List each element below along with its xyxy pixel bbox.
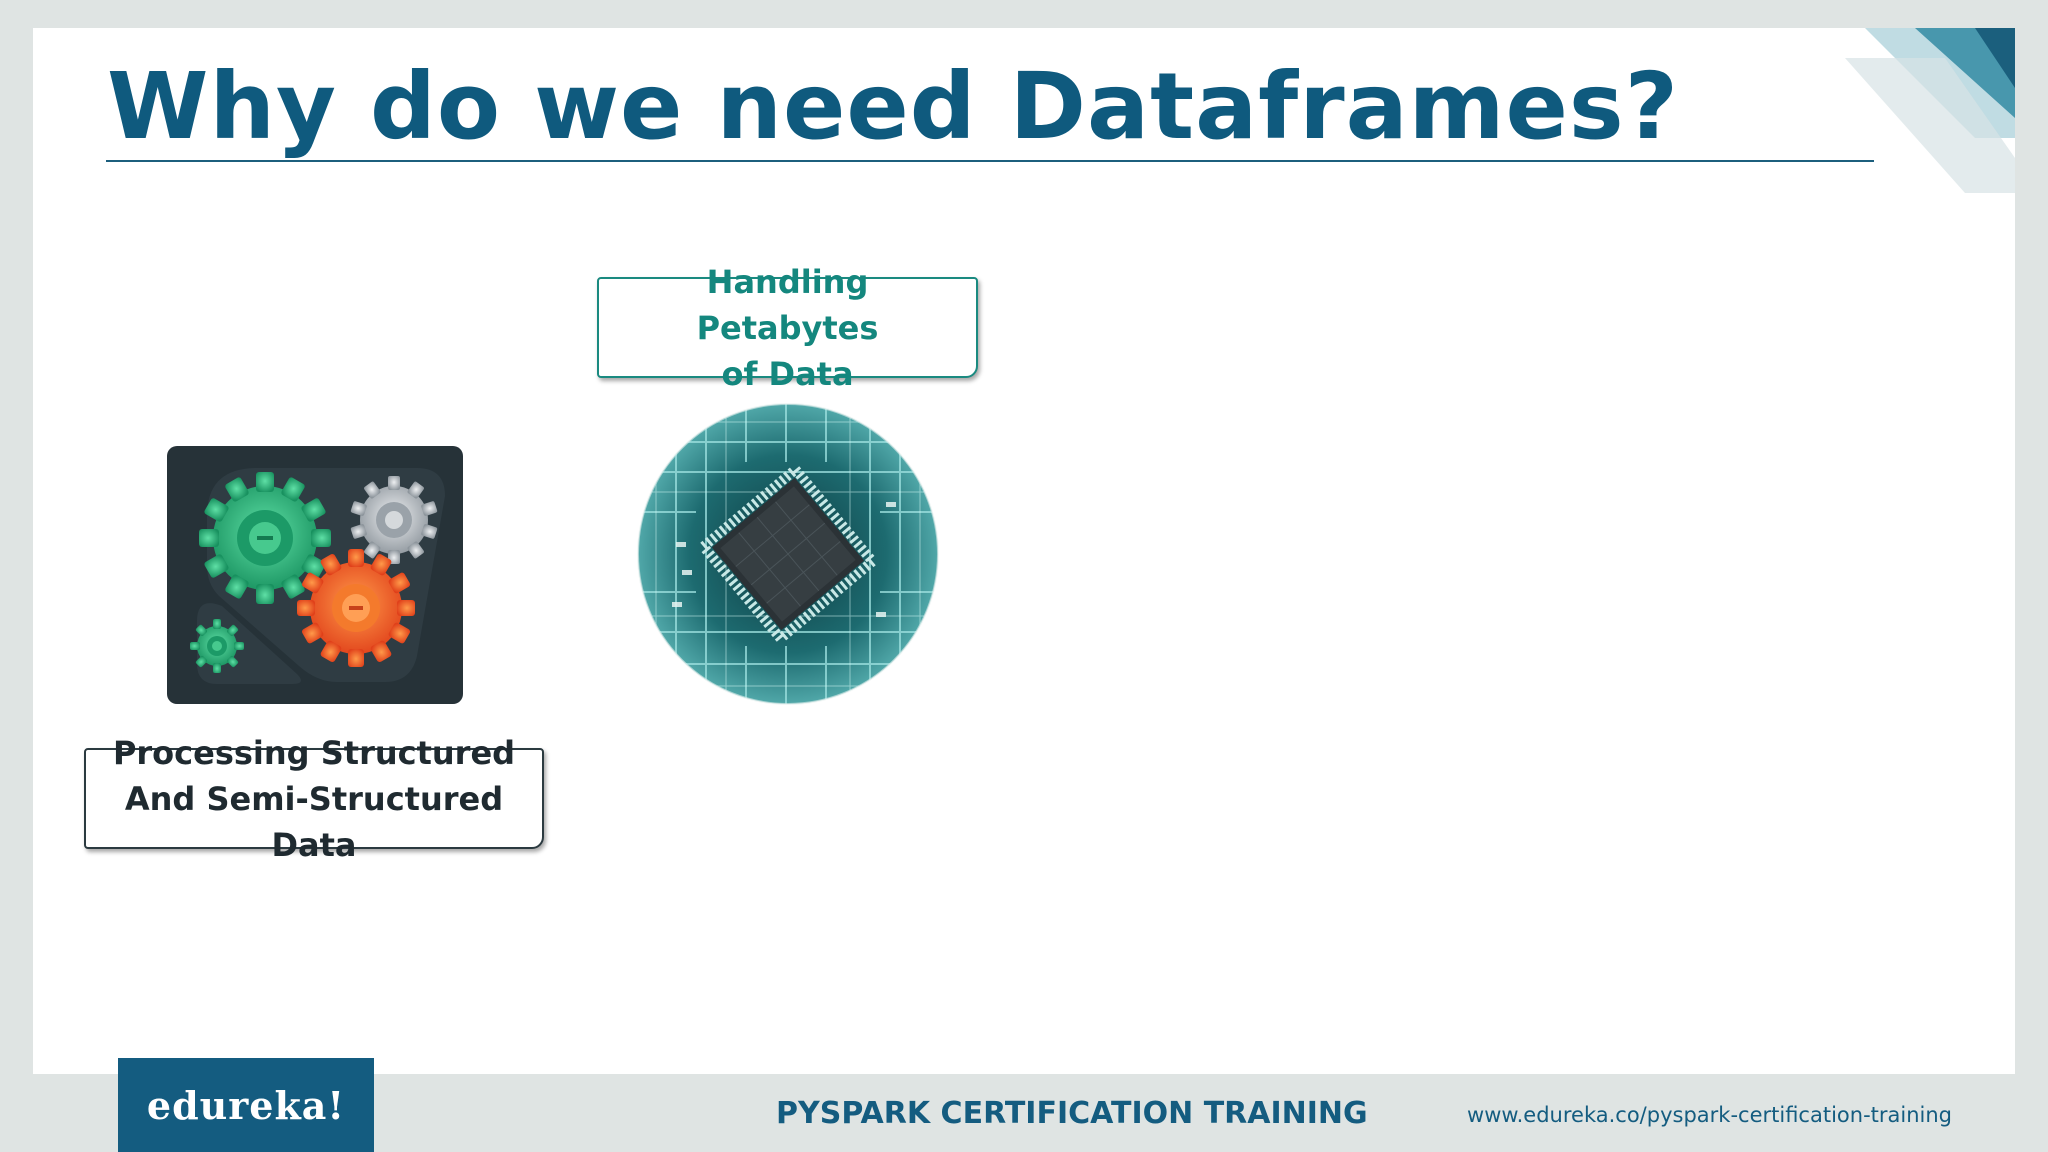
structured-label-line1: Processing Structured [112,733,516,772]
circuit-chip-icon [637,403,939,705]
structured-data-card: Processing Structured And Semi-Structure… [84,734,544,864]
petabytes-label-line2: of Data [721,354,854,393]
gears-icon [167,446,463,704]
grey-gear [350,476,438,564]
petabytes-card-text: Handling Petabytes of Data [611,259,964,397]
slide-canvas: Why do we need Dataframes? Handling Peta… [33,28,2015,1074]
structured-label-line2: And Semi-Structured Data [124,779,504,864]
footer-url: www.edureka.co/pyspark-certification-tra… [1467,1103,1952,1127]
title-underline [106,160,1874,162]
petabytes-label-line1: Handling Petabytes [696,262,879,347]
edureka-logo: edureka! [118,1058,374,1152]
petabytes-card: Handling Petabytes of Data [597,263,978,393]
page-title: Why do we need Dataframes? [107,53,1680,160]
footer-course-title: PYSPARK CERTIFICATION TRAINING [776,1096,1368,1131]
large-green-gear [199,472,331,604]
orange-gear [297,549,415,667]
corner-decoration [1845,28,2015,193]
small-green-gear [190,619,244,673]
logo-text: edureka! [146,1082,346,1128]
structured-card-text: Processing Structured And Semi-Structure… [98,730,530,868]
